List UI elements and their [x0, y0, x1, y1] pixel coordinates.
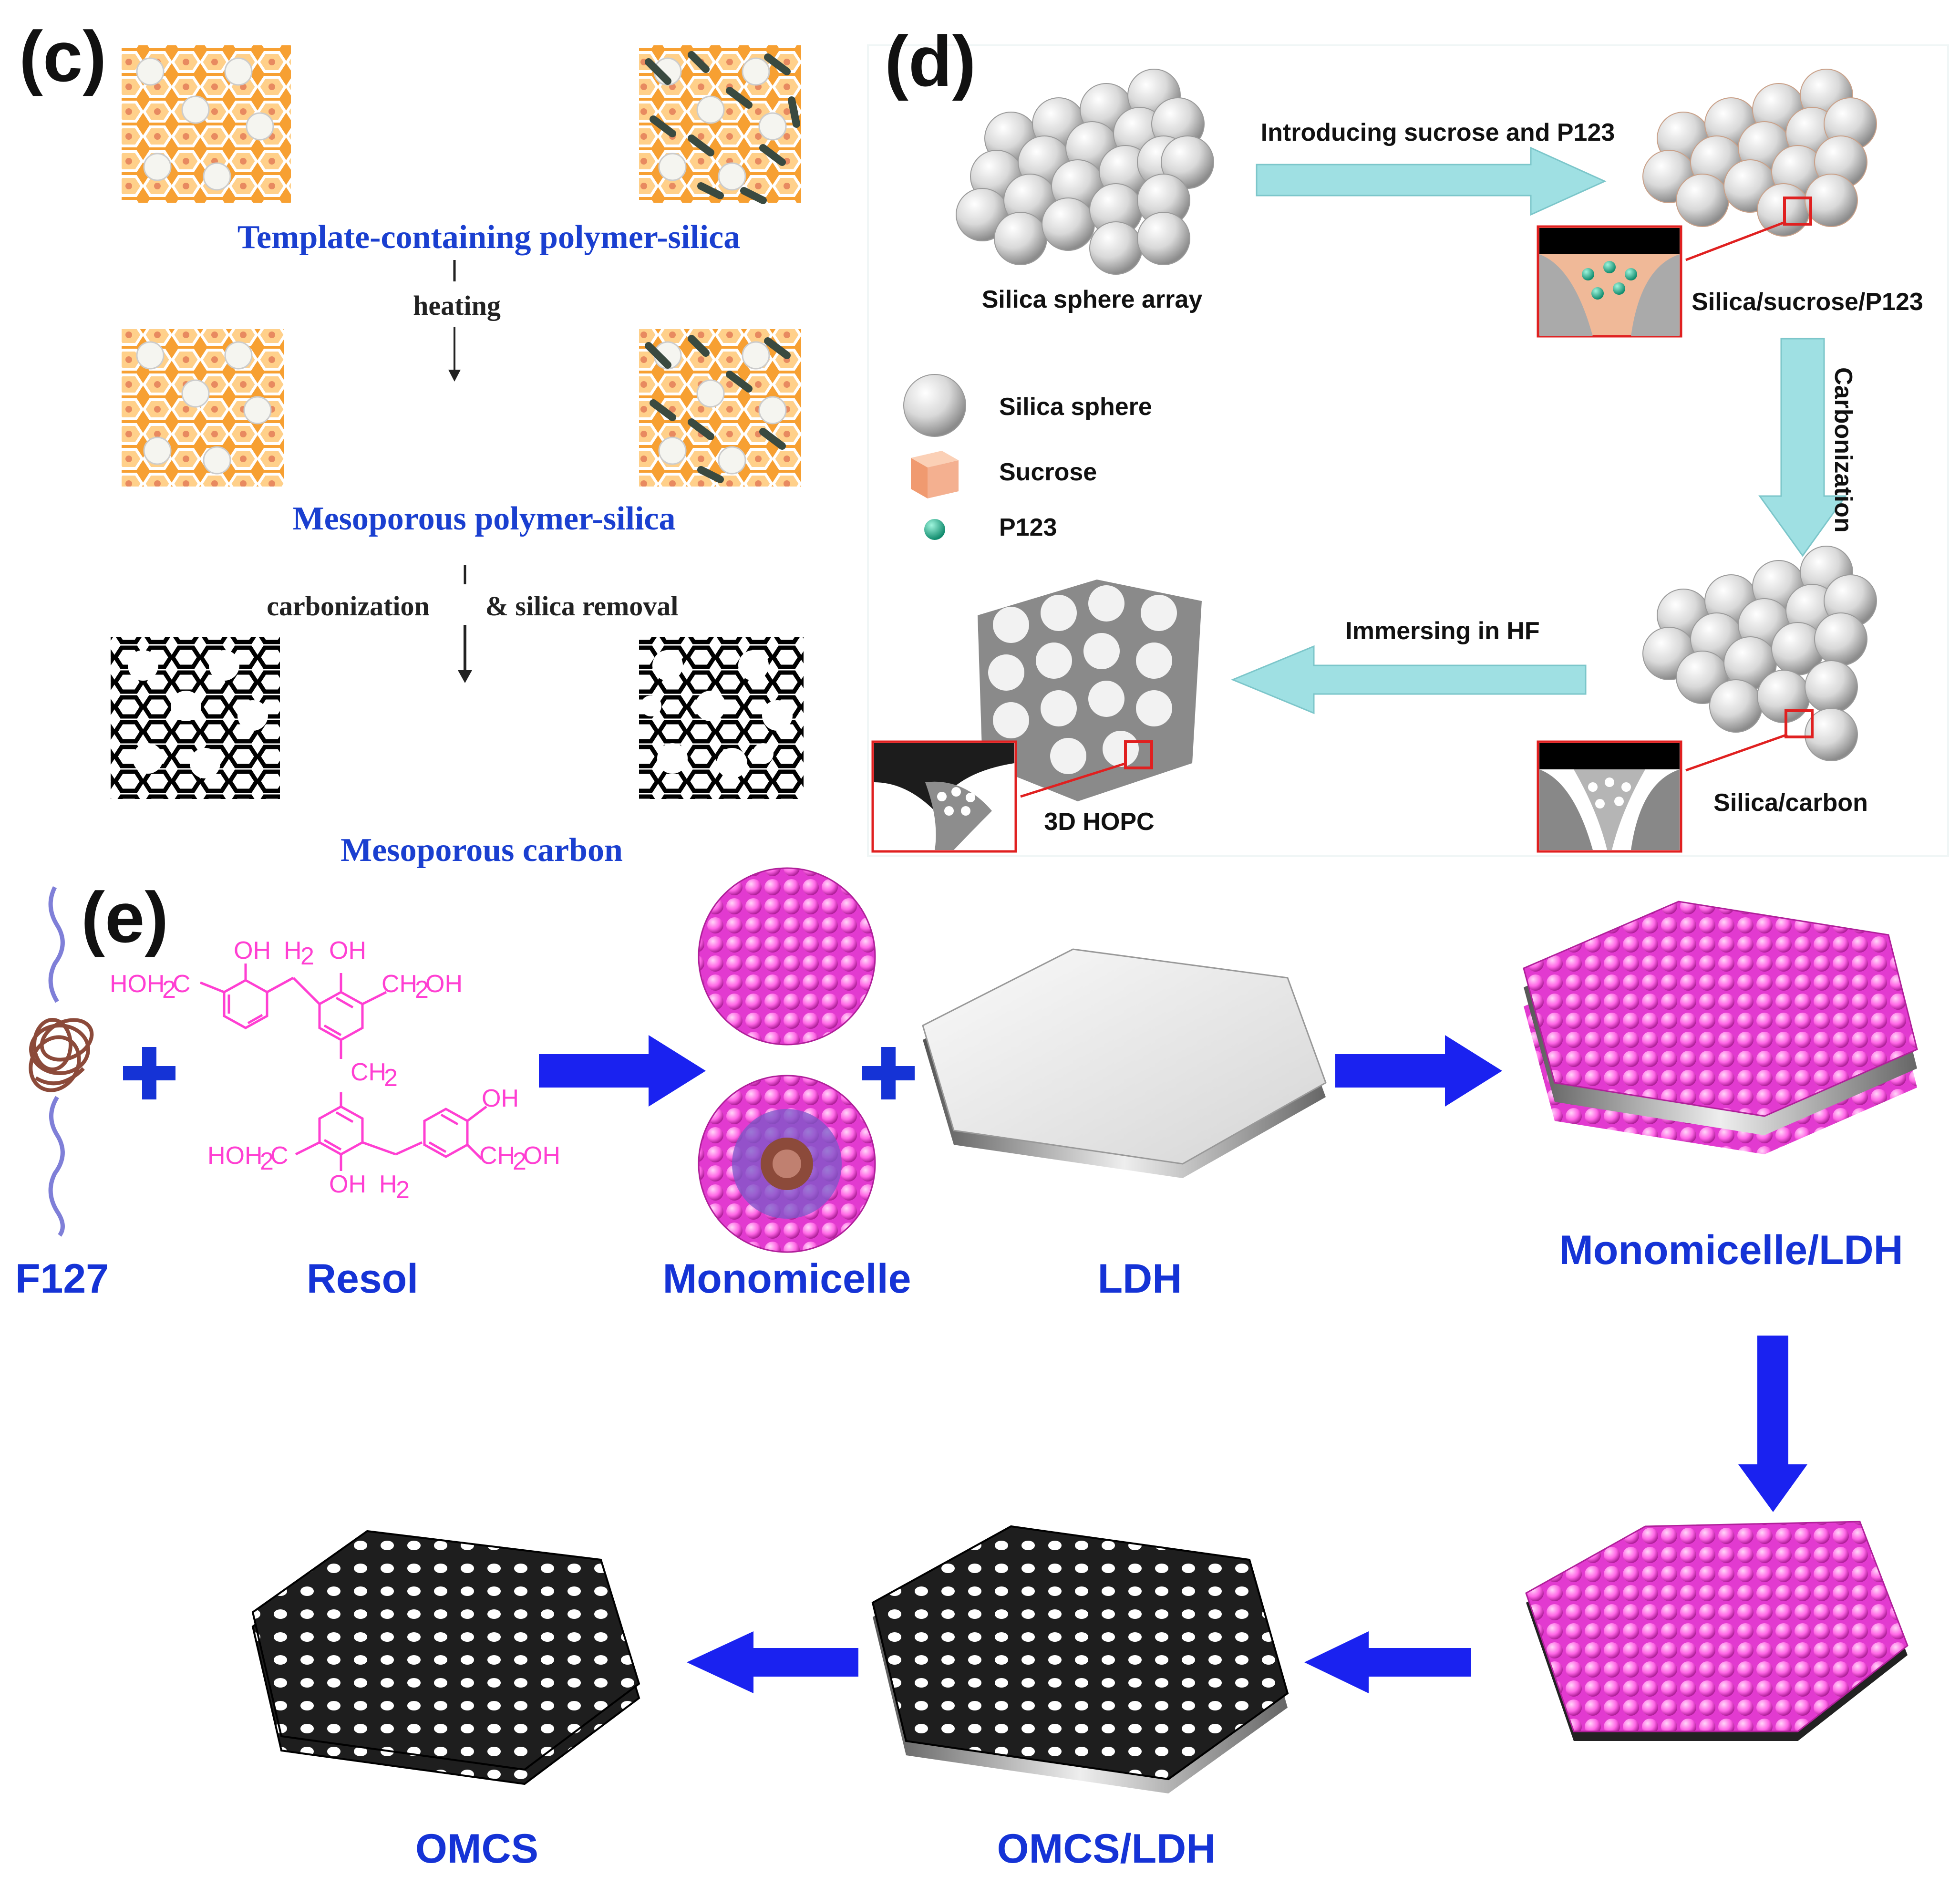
label-silica-carbon: Silica/carbon: [1713, 789, 1868, 817]
polymer-silica-block-left-2: [122, 329, 284, 487]
resol-oh-4: OH: [329, 1171, 366, 1198]
legend-silica-sphere: Silica sphere: [999, 393, 1152, 421]
arrow-e-left-1: [1304, 1631, 1471, 1693]
panel-e-letter: (e): [81, 877, 168, 957]
resol-ch2-bridge-sub: 2: [384, 1064, 398, 1092]
resol-ch2oh-top-oh: OH: [425, 970, 463, 998]
panel-d: (d) Silica sphere array Introducing sucr…: [867, 21, 1949, 857]
label-mesoporous-polymer-silica: Mesoporous polymer-silica: [293, 500, 676, 537]
resol-hoh2c-bottom-c: C: [270, 1142, 289, 1170]
hopc-structure: [871, 580, 1202, 853]
label-monomicelle-ldh: Monomicelle/LDH: [1559, 1227, 1903, 1273]
label-omcs-ldh: OMCS/LDH: [997, 1826, 1216, 1872]
arrow-e-2: [1335, 1035, 1502, 1107]
step-carbonization: carbonization: [267, 591, 430, 622]
zoom-inset-hopc: [871, 740, 1017, 853]
polymer-silica-block-right-1: [639, 45, 801, 204]
resol-hoh2c-bottom-sub: 2: [260, 1148, 274, 1175]
resol-oh-2: OH: [329, 937, 366, 964]
panel-d-letter: (d): [885, 21, 976, 101]
polymer-silica-block-left-1: [122, 45, 291, 203]
panel-e: (e) F127: [15, 867, 1918, 1872]
monomicelle-top: [698, 867, 876, 1046]
plus-icon-1: [123, 1047, 175, 1099]
arrow-immersing-hf: [1231, 645, 1587, 715]
resol-hoh2c-top: HOH: [110, 970, 165, 998]
resol-oh-1: OH: [234, 937, 271, 964]
label-f127: F127: [15, 1256, 109, 1302]
arrow-e-down: [1738, 1336, 1807, 1512]
label-silica-sucrose-p123: Silica/sucrose/P123: [1692, 288, 1923, 316]
zoom-inset-carbon: [1537, 740, 1682, 853]
step-immersing-hf: Immersing in HF: [1345, 617, 1539, 645]
legend-sucrose: Sucrose: [999, 458, 1097, 486]
resol-hoh2c-top-sub: 2: [162, 976, 176, 1004]
resol-h2-a: H: [284, 937, 302, 964]
panel-c-letter: (c): [19, 16, 106, 96]
omcs-ldh-sheet: [871, 1525, 1289, 1793]
arrow-carbonization: [1758, 338, 1847, 557]
resol-hoh2c-top-c: C: [173, 970, 191, 998]
resol-h2-b-sub: 2: [396, 1176, 410, 1204]
resol-structure: [200, 964, 487, 1171]
arrow-e-1: [539, 1035, 706, 1107]
label-monomicelle: Monomicelle: [663, 1256, 911, 1302]
arrow-e-left-2: [687, 1631, 858, 1693]
step-silica-removal: & silica removal: [485, 591, 679, 622]
label-silica-sphere-array: Silica sphere array: [982, 286, 1203, 313]
monomicelle-ldh-sheet: [1523, 901, 1918, 1154]
resol-ch2oh-bottom-sub: 2: [513, 1148, 526, 1175]
mesoporous-carbon-block-left: [111, 637, 280, 799]
plus-icon-2: [862, 1047, 915, 1099]
legend-silica-sphere-icon: [903, 374, 966, 437]
legend-p123-icon: [924, 519, 945, 540]
resol-ch2-bridge: CH: [351, 1058, 386, 1086]
panel-c: (c) Template-: [19, 16, 804, 869]
legend-p123: P123: [999, 514, 1057, 541]
polymer-silica-block-right-2: [639, 329, 801, 487]
legend-sucrose-icon: [911, 451, 959, 498]
label-3d-hopc: 3D HOPC: [1044, 808, 1154, 836]
carbonized-monomicelle-ldh-sheet: [1525, 1521, 1908, 1741]
step-heating: heating: [413, 290, 501, 321]
silica-sphere-array: [956, 69, 1214, 275]
monomicelle-bottom: [698, 1075, 876, 1253]
silica-sucrose-p123-array: [1537, 69, 1877, 338]
resol-ch2oh-top: CH: [382, 970, 417, 998]
label-mesoporous-carbon: Mesoporous carbon: [340, 832, 623, 869]
resol-h2-b: H: [379, 1171, 397, 1198]
ldh-sheet: [922, 948, 1327, 1178]
step-carbonization-d: Carbonization: [1829, 367, 1857, 533]
label-resol: Resol: [307, 1256, 418, 1302]
label-template-containing: Template-containing polymer-silica: [237, 219, 740, 256]
resol-labels: OH H 2 OH HOH 2 C CH 2 OH CH 2 OH HOH 2 …: [110, 937, 560, 1204]
arrow-introducing: [1256, 146, 1607, 216]
resol-oh-3: OH: [482, 1085, 519, 1112]
resol-hoh2c-bottom: HOH: [207, 1142, 263, 1170]
label-omcs: OMCS: [415, 1826, 538, 1872]
omcs-sheet: [251, 1530, 640, 1785]
resol-ch2oh-top-sub: 2: [415, 976, 429, 1004]
resol-h2-a-sub: 2: [300, 943, 314, 970]
legend: Silica sphere Sucrose P123: [903, 374, 1152, 541]
silica-carbon-array: [1537, 546, 1877, 853]
mesoporous-carbon-block-right: [639, 637, 804, 799]
arrow-down-carbonization: [458, 670, 472, 683]
f127-polymer: [29, 886, 94, 1237]
resol-ch2oh-bottom: CH: [479, 1142, 515, 1170]
arrow-down-heating: [448, 370, 461, 382]
step-introducing-sucrose: Introducing sucrose and P123: [1261, 119, 1615, 146]
zoom-inset-sucrose: [1537, 225, 1682, 338]
label-ldh: LDH: [1098, 1256, 1182, 1302]
resol-ch2oh-bottom-oh: OH: [523, 1142, 560, 1170]
